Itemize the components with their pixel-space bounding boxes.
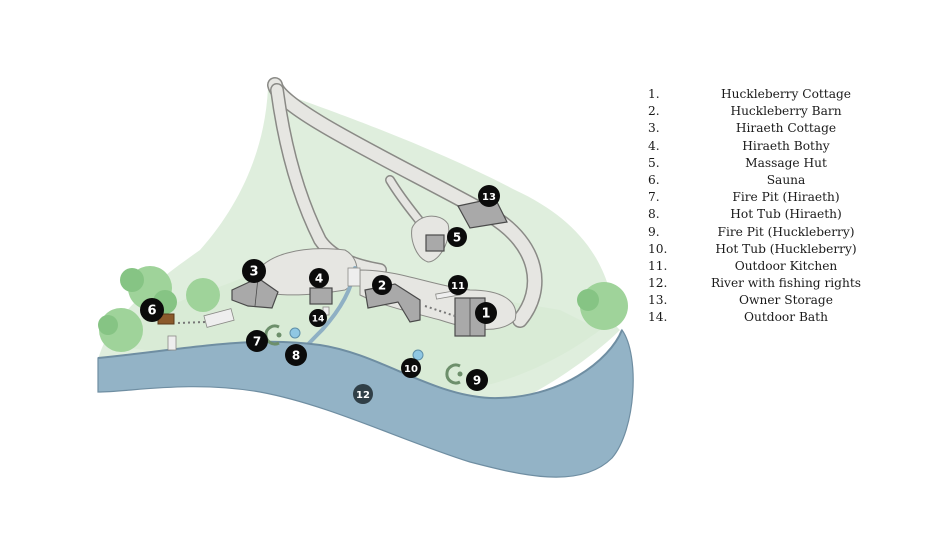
legend-number: 13. bbox=[648, 293, 668, 308]
legend-item: 11. Outdoor Kitchen bbox=[648, 258, 898, 275]
legend-item: 1. Huckleberry Cottage bbox=[648, 86, 898, 103]
legend-label: Fire Pit (Huckleberry) bbox=[717, 224, 855, 239]
map-marker-2[interactable]: 2 bbox=[372, 275, 392, 295]
legend-label: Hiraeth Bothy bbox=[742, 138, 830, 153]
legend-label: Hiraeth Cottage bbox=[735, 121, 837, 136]
map-marker-9-number: 9 bbox=[473, 374, 481, 388]
hot-tub-hiraeth-icon bbox=[289, 327, 301, 339]
map-marker-1-number: 1 bbox=[481, 307, 490, 322]
legend-number: 3. bbox=[648, 121, 660, 136]
legend-item: 12. River with fishing rights bbox=[648, 275, 898, 292]
tree-cluster-west bbox=[98, 266, 220, 352]
map-marker-3[interactable]: 3 bbox=[242, 259, 266, 283]
map-marker-11-number: 11 bbox=[451, 281, 465, 292]
legend-number: 4. bbox=[648, 138, 660, 153]
footbridge bbox=[347, 267, 361, 287]
legend-label: Outdoor Kitchen bbox=[734, 258, 838, 273]
map-marker-6[interactable]: 6 bbox=[140, 298, 164, 322]
map-marker-9[interactable]: 9 bbox=[466, 369, 488, 391]
map-marker-7-number: 7 bbox=[253, 335, 261, 349]
map-marker-14-number: 14 bbox=[312, 315, 325, 325]
legend-item: 3. Hiraeth Cottage bbox=[648, 120, 898, 137]
legend-label: Sauna bbox=[766, 172, 806, 187]
main-driveway-fill bbox=[268, 78, 542, 327]
dotted-path-kitchen bbox=[424, 305, 456, 317]
legend-number: 10. bbox=[648, 241, 668, 256]
map-marker-8[interactable]: 8 bbox=[285, 344, 307, 366]
legend-label: Huckleberry Barn bbox=[730, 104, 842, 119]
map-marker-5[interactable]: 5 bbox=[447, 227, 467, 247]
map-marker-7[interactable]: 7 bbox=[246, 330, 268, 352]
legend-number: 1. bbox=[648, 87, 660, 101]
map-marker-12-number: 12 bbox=[356, 390, 370, 401]
legend-number: 8. bbox=[648, 207, 660, 222]
legend-label: Hot Tub (Huckleberry) bbox=[715, 241, 857, 256]
hot-tub-huckleberry-icon bbox=[412, 349, 424, 361]
boardwalk bbox=[203, 308, 235, 328]
building-massage-hut bbox=[425, 234, 445, 252]
legend-number: 6. bbox=[648, 172, 660, 187]
legend-number: 11. bbox=[648, 258, 668, 273]
legend-item: 8. Hot Tub (Hiraeth) bbox=[648, 206, 898, 223]
legend-number: 12. bbox=[648, 276, 668, 291]
legend-number: 2. bbox=[648, 104, 660, 119]
legend-label: Fire Pit (Hiraeth) bbox=[732, 190, 840, 205]
legend-item: 9. Fire Pit (Huckleberry) bbox=[648, 224, 898, 241]
map-marker-3-number: 3 bbox=[249, 265, 258, 280]
legend-item: 7. Fire Pit (Hiraeth) bbox=[648, 189, 898, 206]
map-marker-2-number: 2 bbox=[378, 279, 386, 293]
building-hiraeth-bothy bbox=[309, 287, 333, 305]
legend-label: Huckleberry Cottage bbox=[721, 87, 851, 101]
legend-item: 10. Hot Tub (Huckleberry) bbox=[648, 241, 898, 258]
legend-number: 9. bbox=[648, 224, 660, 239]
map-marker-10[interactable]: 10 bbox=[401, 358, 421, 378]
map-marker-8-number: 8 bbox=[292, 349, 300, 363]
map-marker-14[interactable]: 14 bbox=[309, 309, 327, 327]
fire-pit-huckleberry-icon bbox=[445, 363, 463, 385]
map-marker-5-number: 5 bbox=[453, 231, 461, 245]
legend-number: 5. bbox=[648, 155, 660, 170]
legend-item: 13. Owner Storage bbox=[648, 292, 898, 309]
legend-label: River with fishing rights bbox=[710, 276, 861, 291]
map-marker-12[interactable]: 12 bbox=[353, 384, 373, 404]
tree-cluster-east bbox=[577, 282, 628, 330]
legend-label: Owner Storage bbox=[739, 293, 833, 308]
legend-item: 4. Hiraeth Bothy bbox=[648, 138, 898, 155]
legend-item: 6. Sauna bbox=[648, 172, 898, 189]
map-marker-1[interactable]: 1 bbox=[475, 302, 497, 324]
map-legend: 1. Huckleberry Cottage 2. Huckleberry Barn… bbox=[648, 86, 898, 327]
legend-label: Massage Hut bbox=[745, 155, 827, 170]
legend-item: 2. Huckleberry Barn bbox=[648, 103, 898, 120]
map-marker-4[interactable]: 4 bbox=[309, 268, 329, 288]
map-marker-13[interactable]: 13 bbox=[478, 185, 500, 207]
legend-item: 5. Massage Hut bbox=[648, 155, 898, 172]
river-bank bbox=[97, 329, 623, 400]
legend-label: Hot Tub (Hiraeth) bbox=[730, 207, 842, 222]
legend-label: Outdoor Bath bbox=[744, 310, 828, 325]
map-marker-11[interactable]: 11 bbox=[448, 275, 468, 295]
map-marker-6-number: 6 bbox=[147, 304, 156, 319]
legend-number: 14. bbox=[648, 310, 668, 325]
legend-number: 7. bbox=[648, 190, 660, 205]
legend-item: 14. Outdoor Bath bbox=[648, 309, 898, 326]
map-marker-10-number: 10 bbox=[404, 364, 418, 375]
map-marker-13-number: 13 bbox=[482, 192, 496, 203]
map-marker-4-number: 4 bbox=[315, 272, 323, 286]
